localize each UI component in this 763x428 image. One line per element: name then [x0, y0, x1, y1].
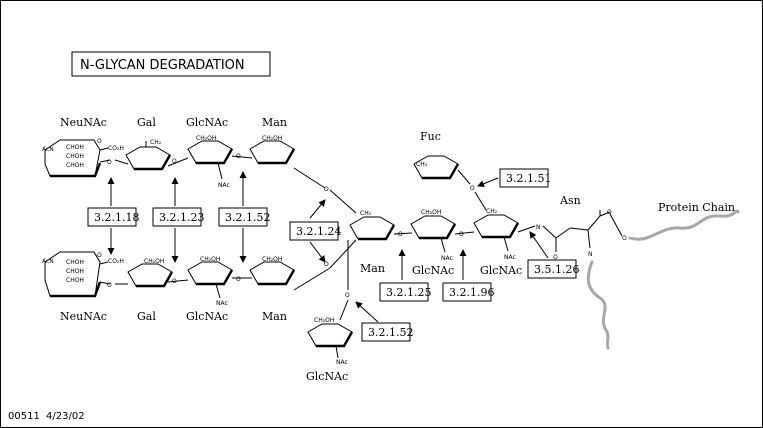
nac-label: NAc	[504, 254, 516, 261]
enzyme-3-2-1-24[interactable]: 3.2.1.24	[289, 221, 341, 241]
enzyme-3-2-1-25[interactable]: 3.2.1.25	[379, 282, 431, 302]
enzyme-3-2-1-23[interactable]: 3.2.1.23	[152, 207, 204, 227]
fucose-ring: CH₃	[412, 154, 460, 180]
svg-text:3.2.1.51: 3.2.1.51	[506, 172, 551, 185]
svg-text:3.2.1.52: 3.2.1.52	[225, 211, 270, 224]
enzyme-3-2-1-18[interactable]: 3.2.1.18	[87, 207, 139, 227]
glyco-oxygen: O	[236, 276, 241, 283]
nac-label: NAc	[441, 255, 453, 262]
n-label: N	[536, 224, 541, 231]
residue-label-core-glcnac: GlcNAc	[412, 264, 454, 277]
glyco-oxygen: O	[107, 282, 112, 289]
glyco-oxygen: O	[345, 292, 350, 299]
ch2oh-label: CH₂OH	[144, 258, 164, 265]
nac-label: NAc	[218, 182, 230, 189]
diagram-date: 4/23/02	[46, 411, 85, 422]
glyco-oxygen: O	[172, 158, 177, 165]
bottom-glcnac-ring: CH₂OH NAc	[186, 256, 234, 307]
residue-label-gal: Gal	[137, 310, 156, 323]
o-label: O	[622, 235, 627, 242]
ring-oxygen: O	[97, 138, 102, 145]
choh-label: CHOH	[66, 144, 84, 151]
svg-text:3.2.1.96: 3.2.1.96	[449, 286, 494, 299]
o-label: O	[553, 254, 558, 261]
ch2oh-label: CH₂OH	[200, 256, 220, 263]
glyco-oxygen: O	[324, 261, 329, 268]
residue-label-glcnac: GlcNAc	[186, 310, 228, 323]
enzyme-3-5-1-26[interactable]: 3.5.1.26	[527, 259, 579, 279]
svg-text:3.2.1.23: 3.2.1.23	[159, 211, 204, 224]
diagram-id: 00511	[8, 411, 40, 422]
residue-label-man: Man	[262, 310, 287, 323]
nac-label: NAc	[216, 300, 228, 307]
svg-text:3.2.1.25: 3.2.1.25	[386, 286, 431, 299]
ring-oxygen: O	[97, 252, 102, 259]
top-neunac-ring: AcN CHOH CHOH CHOH O CO₂H	[42, 138, 124, 178]
protein-chain-line	[628, 209, 740, 241]
title-box	[71, 51, 271, 77]
enzyme-3-2-1-96[interactable]: 3.2.1.96	[442, 282, 494, 302]
residue-label-man: Man	[262, 116, 287, 129]
residue-label-core-glcnac: GlcNAc	[480, 264, 522, 277]
core-glcnac-ring-2: CH₂ NAc	[472, 208, 520, 261]
top-glcnac-ring: CH₂OH NAc	[186, 135, 234, 189]
core-man-ring: CH₂	[348, 210, 396, 241]
glyco-oxygen: O	[324, 186, 329, 193]
svg-text:3.2.1.18: 3.2.1.18	[94, 211, 139, 224]
bottom-gal-ring: CH₂OH	[126, 258, 174, 288]
n-label: N	[588, 251, 593, 258]
choh-label: CHOH	[66, 268, 84, 275]
top-gal-ring: CH₂	[124, 139, 172, 171]
ch2-label: CH₂	[486, 208, 498, 215]
acn-label: AcN	[42, 146, 54, 153]
glyco-oxygen: O	[459, 231, 464, 238]
top-man-ring: CH₂OH	[248, 135, 296, 165]
bottom-neunac-ring: AcN CHOH CHOH CHOH O CO₂H	[42, 251, 124, 298]
residue-label-glcnac: GlcNAc	[186, 116, 228, 129]
residue-label-core-man: Man	[360, 262, 385, 275]
page-title: N-GLYCAN DEGRADATION	[80, 58, 245, 73]
choh-label: CHOH	[66, 153, 84, 160]
o-label: O	[607, 209, 612, 216]
bottom-man-ring: CH₂OH	[248, 256, 296, 286]
enzyme-3-2-1-52[interactable]: 3.2.1.52	[218, 207, 270, 227]
ch2oh-label: CH₂OH	[262, 256, 282, 263]
ch2oh-label: CH₂OH	[262, 135, 282, 142]
enzyme-3-2-1-51[interactable]: 3.2.1.51	[499, 168, 551, 188]
enzyme-3-2-1-52-bisect[interactable]: 3.2.1.52	[361, 322, 413, 342]
protein-chain-label: Protein Chain	[658, 201, 735, 214]
residue-label-neunac: NeuNAc	[60, 310, 107, 323]
acn-label: AcN	[42, 258, 54, 265]
residue-label-neunac: NeuNAc	[60, 116, 107, 129]
cooh-label: CO₂H	[108, 258, 124, 265]
glyco-oxygen: O	[470, 185, 475, 192]
choh-label: CHOH	[66, 259, 84, 266]
ch2oh-label: CH₂OH	[314, 317, 334, 324]
ch2-label: CH₂	[360, 210, 372, 217]
protein-chain-line	[586, 260, 610, 350]
svg-text:3.5.1.26: 3.5.1.26	[534, 263, 579, 276]
ch3-label: CH₃	[416, 161, 428, 168]
ch2oh-label: CH₂OH	[196, 135, 216, 142]
glyco-oxygen: O	[398, 231, 403, 238]
cooh-label: CO₂H	[108, 145, 124, 152]
core-glcnac-ring-1: CH₂OH NAc	[409, 209, 457, 262]
choh-label: CHOH	[66, 277, 84, 284]
svg-text:3.2.1.52: 3.2.1.52	[368, 326, 413, 339]
residue-label-bisect-glcnac: GlcNAc	[306, 370, 348, 383]
residue-label-gal: Gal	[137, 116, 156, 129]
choh-label: CHOH	[66, 162, 84, 169]
svg-text:3.2.1.24: 3.2.1.24	[296, 225, 341, 238]
residue-label-asn: Asn	[559, 194, 581, 207]
glyco-oxygen: O	[107, 159, 112, 166]
ch2-label: CH₂	[150, 139, 162, 146]
ch2oh-label: CH₂OH	[421, 209, 441, 216]
nac-label: NAc	[336, 359, 348, 366]
residue-label-fuc: Fuc	[420, 130, 441, 143]
bisect-glcnac-ring: CH₂OH NAc	[306, 317, 354, 366]
